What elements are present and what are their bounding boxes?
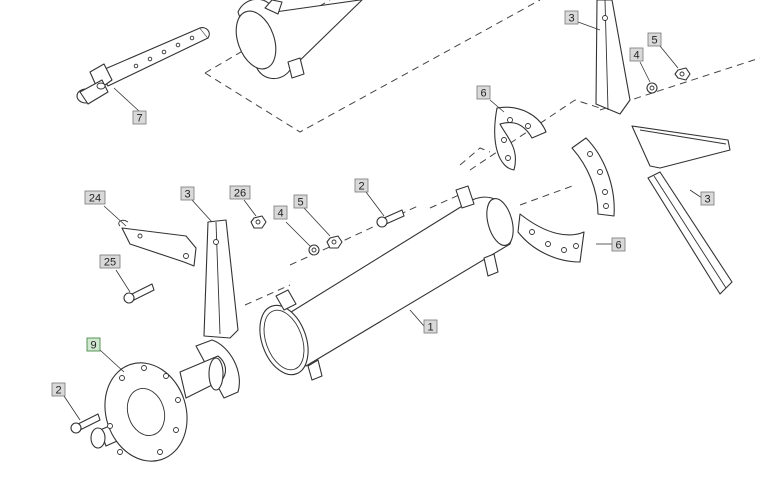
callout-4-upper: 4 — [629, 47, 644, 62]
svg-text:3: 3 — [568, 13, 574, 25]
part-3-upper-bracket — [595, 0, 631, 115]
callout-9: 9 — [86, 337, 101, 352]
svg-text:4: 4 — [277, 208, 283, 220]
svg-text:9: 9 — [90, 340, 96, 352]
part-25-bolt — [123, 283, 155, 304]
part-3-right-arms — [631, 125, 733, 295]
callout-5-upper: 5 — [647, 32, 662, 47]
svg-text:2: 2 — [55, 385, 61, 397]
part-9-flanged-shaft — [90, 339, 240, 462]
callout-4-middle: 4 — [273, 205, 288, 220]
callout-7: 7 — [132, 110, 147, 125]
svg-text:25: 25 — [104, 257, 116, 269]
callout-25: 25 — [99, 254, 121, 269]
svg-text:24: 24 — [89, 193, 101, 205]
svg-text:4: 4 — [633, 50, 639, 62]
callout-3-middle: 3 — [180, 186, 195, 201]
part-6-lower-curved-plate — [517, 213, 585, 263]
part-5-nut-upper — [674, 67, 691, 81]
part-24-bracket — [118, 219, 197, 267]
part-7-bracket-bar — [76, 27, 210, 105]
part-1-main-tube — [259, 185, 514, 381]
callout-2-lower: 2 — [51, 382, 66, 397]
part-4-washer-middle — [308, 244, 320, 256]
callout-26: 26 — [229, 185, 251, 200]
svg-text:1: 1 — [427, 322, 433, 334]
callout-6-upper: 6 — [476, 85, 491, 100]
part-3-middle-bracket — [203, 219, 239, 339]
callout-3-right: 3 — [700, 191, 715, 206]
callout-2-upper: 2 — [354, 178, 369, 193]
callout-5-middle: 5 — [293, 194, 308, 209]
upper-tube-part — [235, 0, 363, 80]
callout-24: 24 — [84, 190, 106, 205]
callout-3-upper: 3 — [564, 10, 579, 25]
svg-text:5: 5 — [297, 197, 303, 209]
part-2-bolt-lower — [70, 413, 101, 434]
svg-text:2: 2 — [358, 181, 364, 193]
leader-lines — [63, 21, 703, 421]
svg-text:6: 6 — [480, 88, 486, 100]
svg-text:26: 26 — [234, 188, 246, 200]
callout-6-lower: 6 — [611, 237, 626, 252]
svg-text:5: 5 — [651, 35, 657, 47]
part-6-upper-half-flange — [494, 106, 547, 171]
svg-text:6: 6 — [615, 240, 621, 252]
part-5-nut-middle — [326, 235, 343, 249]
part-4-washer-upper — [646, 82, 658, 94]
part-2-bolt-upper — [376, 209, 405, 228]
svg-text:7: 7 — [136, 113, 142, 125]
callout-1: 1 — [423, 319, 438, 334]
svg-text:3: 3 — [704, 194, 710, 206]
part-6-right-curved-plate — [571, 137, 615, 217]
svg-text:3: 3 — [184, 189, 190, 201]
part-26-nut — [250, 215, 267, 229]
